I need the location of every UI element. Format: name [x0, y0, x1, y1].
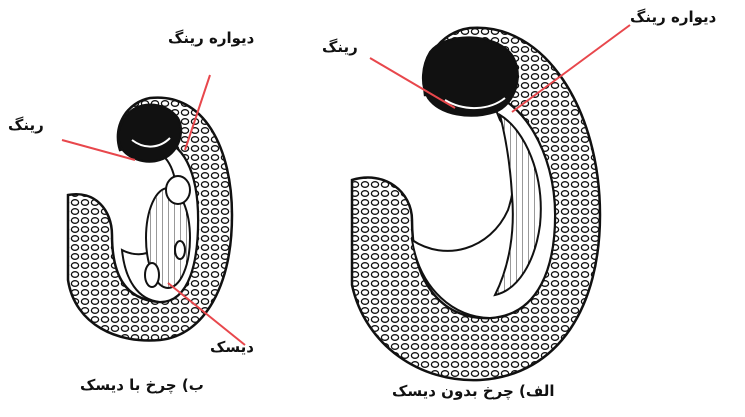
right-rim-label: رینگ — [322, 40, 358, 55]
right-sidewall-label: دیواره رینگ — [630, 10, 716, 25]
left-caption: ب) چرخ با دیسک — [80, 378, 204, 393]
left-rim-label: رینگ — [8, 118, 44, 133]
left-tire — [68, 98, 232, 341]
left-sidewall-label: دیواره رینگ — [168, 31, 254, 46]
left-disc-hole — [175, 241, 185, 259]
left-disc-hub — [166, 176, 190, 204]
left-tire-section — [119, 105, 181, 162]
right-tire — [352, 28, 600, 380]
left-disc-label: دیسک — [210, 340, 254, 355]
left-disc-hole — [145, 263, 159, 287]
right-caption: الف) چرخ بدون دیسک — [392, 384, 555, 399]
right-tire-section — [423, 37, 518, 115]
